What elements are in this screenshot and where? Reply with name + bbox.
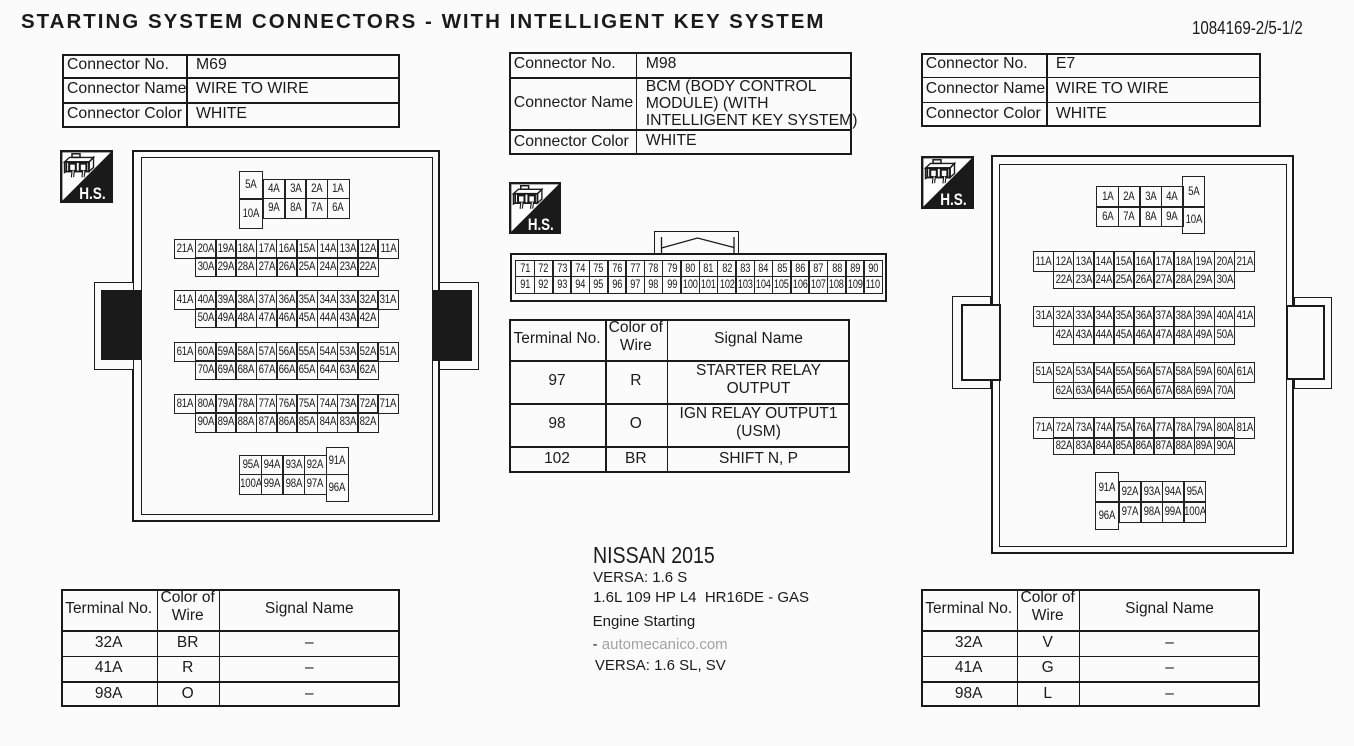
svg-text:H.S.: H.S. — [940, 191, 966, 209]
svg-text:H.S.: H.S. — [528, 216, 554, 234]
svg-text:H.S.: H.S. — [79, 185, 105, 203]
